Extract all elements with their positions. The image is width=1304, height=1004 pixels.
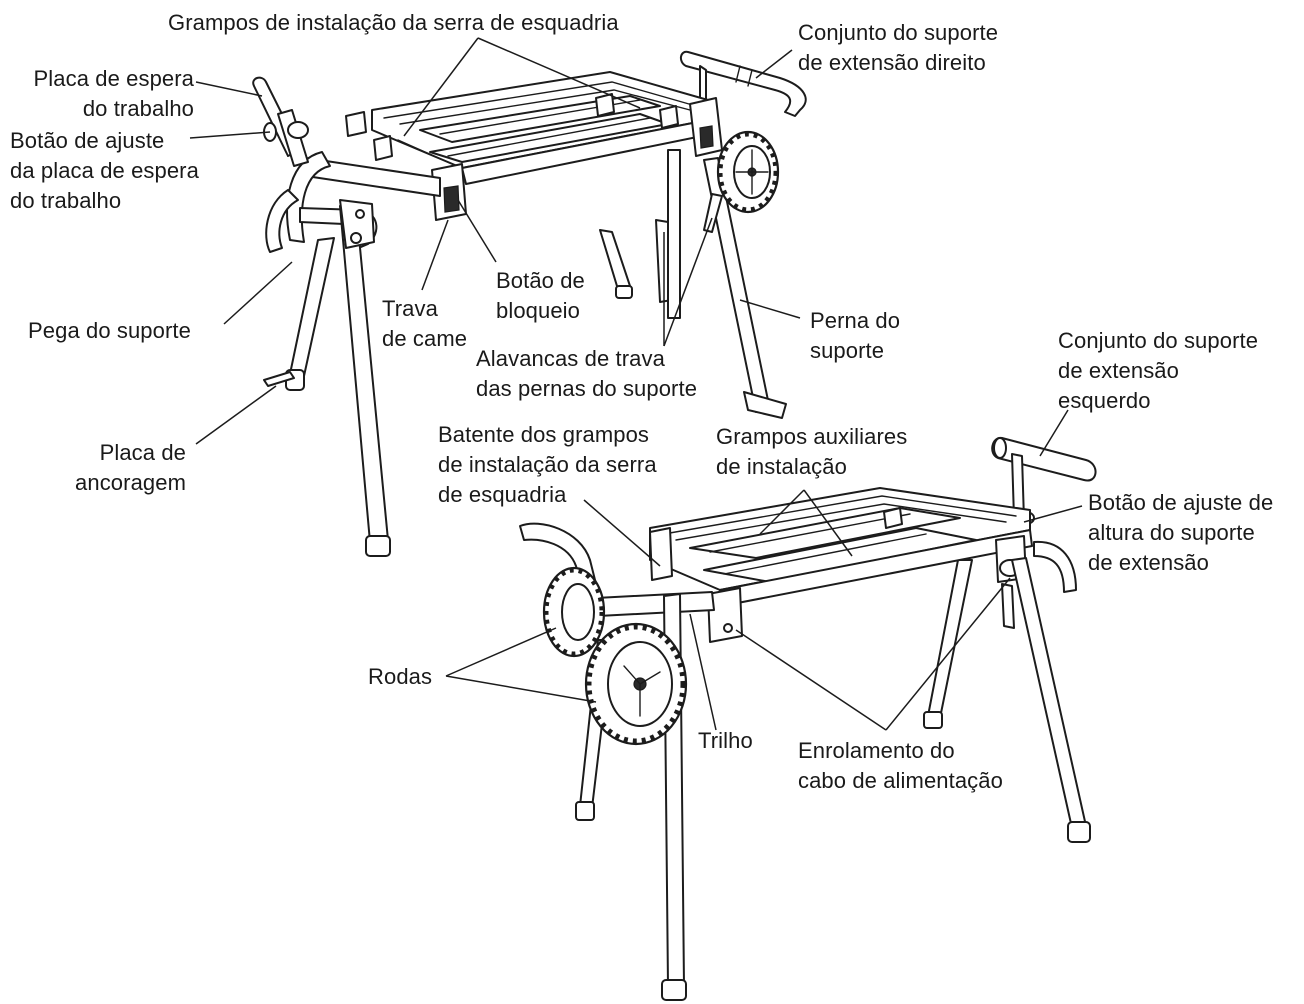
label-wheels: Rodas [368, 664, 433, 689]
leader-work-stop-knob [189, 131, 271, 139]
label-work-stop-plate: Placa de espera do trabalho [33, 66, 194, 121]
leader-left-extension [1039, 409, 1069, 457]
top-stand-left-legs [263, 199, 391, 557]
work-stop-plate [252, 76, 309, 167]
label-stand-handle: Pega do suporte [28, 318, 191, 343]
top-stand-back-legs [599, 219, 673, 303]
top-stand-frame [305, 71, 723, 221]
label-lock-knob: Botão de bloqueio [496, 268, 585, 323]
leader-cord-wrap-b [885, 577, 1011, 731]
leader-stand-leg [739, 299, 801, 319]
label-power-cord-wrap: Enrolamento do cabo de alimentação [798, 738, 1003, 793]
label-rail: Trilho [698, 728, 753, 753]
bottom-stand-frame [595, 487, 1033, 643]
leader-lines [189, 37, 1083, 731]
top-stand-wheel [716, 130, 780, 214]
label-clamp-stop: Batente dos grampos de instalação da ser… [438, 422, 657, 507]
label-anchor-plate: Placa de ancoragem [75, 440, 186, 495]
leader-ext-height-knob [1023, 505, 1083, 523]
leader-miter-clamps-b [477, 37, 641, 109]
label-stand-leg: Perna do suporte [810, 308, 901, 363]
leader-wheels-a [445, 627, 557, 677]
bottom-stand-wheel-rear [542, 566, 606, 658]
leader-right-extension [755, 49, 793, 79]
bottom-stand-wheel-front [584, 622, 688, 746]
label-aux-mounting-clamps: Grampos auxiliares de instalação [716, 424, 908, 479]
leader-wheels-b [445, 675, 597, 703]
leader-work-stop-plate [195, 81, 263, 97]
leader-anchor-plate [195, 385, 277, 445]
label-work-stop-adjust-knob: Botão de ajuste da placa de espera do tr… [10, 128, 199, 213]
leader-cam-lock [421, 219, 449, 291]
left-extension-support [991, 436, 1097, 525]
leader-rail [689, 613, 717, 731]
leader-stand-handle [223, 261, 293, 325]
label-right-extension-support: Conjunto do suporte de extensão direito [798, 20, 999, 75]
label-cam-lock: Trava de came [382, 296, 468, 351]
label-extension-height-knob: Botão de ajuste de altura do suporte de … [1088, 490, 1274, 575]
leader-leg-lock-b [663, 217, 713, 347]
leader-aux-clamps-a [759, 489, 805, 535]
leader-miter-clamps-a [403, 37, 479, 137]
label-miter-saw-mounting-clamps: Grampos de instalação da serra de esquad… [168, 10, 619, 35]
leader-cord-wrap-a [735, 629, 887, 731]
label-left-extension-support: Conjunto do suporte de extensão esquerdo [1058, 328, 1259, 413]
leader-lock-knob [457, 199, 497, 263]
bottom-stand [519, 436, 1097, 1001]
label-leg-lock-levers: Alavancas de trava das pernas do suporte [476, 346, 698, 401]
leader-aux-clamps-b [803, 489, 853, 557]
leader-clamp-stop [583, 499, 661, 567]
top-stand-right-legs [667, 149, 787, 419]
